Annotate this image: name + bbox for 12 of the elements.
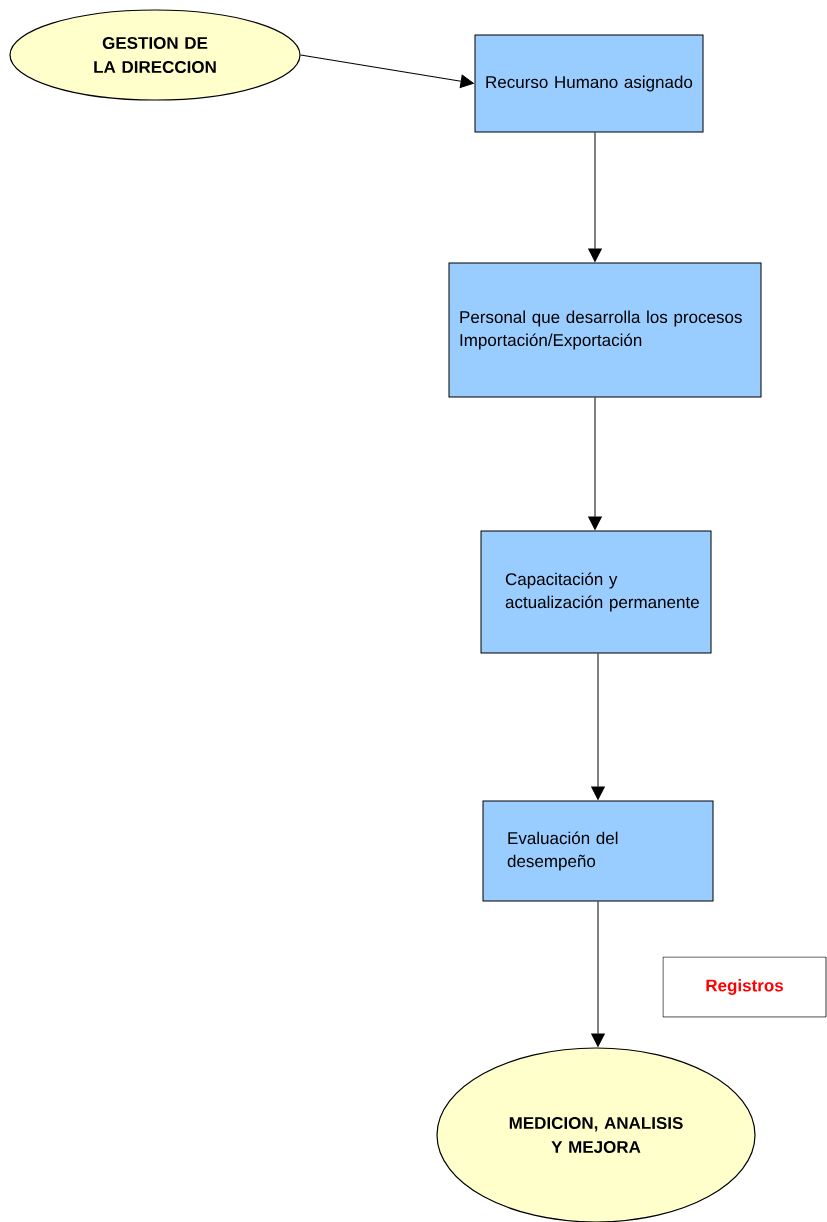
arrow xyxy=(300,54,474,89)
arrow xyxy=(588,132,602,262)
arrow xyxy=(591,653,605,800)
arrow xyxy=(591,901,605,1047)
process-box: Personal que desarrolla los procesos Importación/Exportación xyxy=(448,262,762,398)
ellipse-node: GESTION DE LA DIRECCION xyxy=(9,9,301,101)
arrow xyxy=(588,397,602,530)
note-box: Registros xyxy=(662,956,827,1018)
process-box: Recurso Humano asignado xyxy=(474,34,704,133)
process-box: Evaluación del desempeño xyxy=(482,800,714,902)
ellipse-node: MEDICION, ANALISIS Y MEJORA xyxy=(436,1047,756,1222)
process-box: Capacitación y actualización permanente xyxy=(480,530,712,654)
